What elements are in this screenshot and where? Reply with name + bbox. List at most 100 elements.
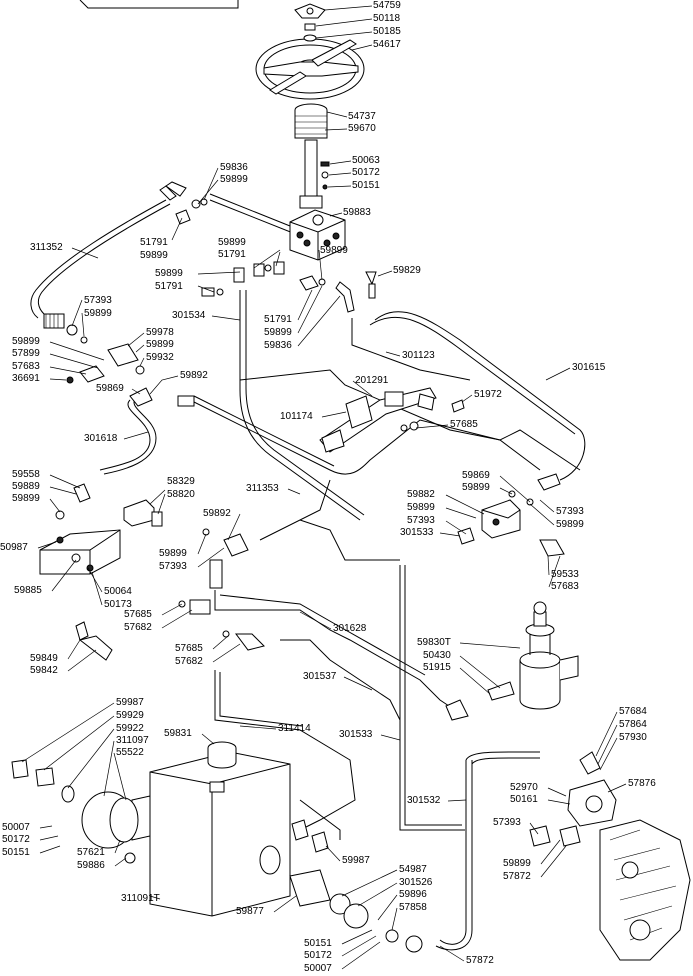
part-number-label: 57393 [84, 295, 112, 306]
part-number-label: 57682 [124, 622, 152, 633]
part-number-label: 50151 [2, 847, 30, 858]
part-number-label: 50172 [304, 950, 332, 961]
part-number-label: 59877 [236, 906, 264, 917]
part-number-label: 36691 [12, 373, 40, 384]
hose-lines [30, 193, 586, 951]
part-number-label: 50151 [352, 180, 380, 191]
part-number-label: 50007 [2, 822, 30, 833]
part-number-label: 57393 [159, 561, 187, 572]
part-number-label: 57858 [399, 902, 427, 913]
part-number-label: 101174 [280, 411, 313, 422]
part-number-label: 59899 [503, 858, 531, 869]
part-number-label: 50185 [373, 26, 401, 37]
part-number-label: 301123 [402, 350, 435, 361]
part-number-label: 59849 [30, 653, 58, 664]
part-number-label: 59899 [264, 327, 292, 338]
part-number-label: 301534 [172, 310, 206, 321]
part-number-label: 57685 [450, 419, 478, 430]
part-number-label: 59899 [462, 482, 490, 493]
part-number-label: 59869 [462, 470, 490, 481]
part-number-label: 311091T [121, 893, 160, 904]
part-number-label: 59836 [264, 340, 292, 351]
part-number-label: 54987 [399, 864, 427, 875]
part-number-label: 51791 [155, 281, 183, 292]
part-number-label: 59978 [146, 327, 174, 338]
part-number-label: 59899 [84, 308, 112, 319]
part-number-label: 50007 [304, 963, 332, 974]
steering-valve [289, 209, 346, 261]
part-number-label: 51791 [140, 237, 168, 248]
part-number-label: 50161 [510, 794, 538, 805]
part-number-label: 57876 [628, 778, 656, 789]
part-number-label: 52970 [510, 782, 538, 793]
part-number-label: 59899 [140, 250, 168, 261]
part-number-label: 50118 [373, 13, 401, 24]
left-fittings [43, 313, 195, 407]
part-number-label: 59558 [12, 469, 40, 480]
part-number-label: 59899 [556, 519, 584, 530]
part-number-label: 50063 [352, 155, 380, 166]
part-number-label: 301533 [339, 729, 373, 740]
part-number-label: 58820 [167, 489, 195, 500]
part-number-label: 54737 [348, 111, 376, 122]
part-number-label: 301532 [407, 795, 441, 806]
title-frame [79, 0, 239, 9]
part-number-label: 58329 [167, 476, 195, 487]
part-number-label: 59831 [164, 728, 192, 739]
lift-cylinder [445, 601, 579, 721]
part-number-label: 59896 [399, 889, 427, 900]
part-number-label: 50172 [352, 167, 380, 178]
part-number-label: 311414 [278, 723, 311, 734]
part-number-label: 50173 [104, 599, 132, 610]
hydraulic-tank [11, 741, 423, 953]
part-number-label: 50151 [304, 938, 332, 949]
distributor-block [39, 483, 121, 661]
part-number-label: 57899 [12, 348, 40, 359]
steering-wheel [255, 3, 365, 100]
part-number-label: 59899 [159, 548, 187, 559]
part-number-label: 57930 [619, 732, 647, 743]
part-number-label: 201291 [355, 375, 389, 386]
part-number-label: 59829 [393, 265, 421, 276]
right-valve [457, 473, 565, 557]
part-number-callouts: 5475950118501855461754737596705006350172… [0, 0, 656, 974]
part-number-label: 57682 [175, 656, 203, 667]
part-number-label: 57684 [619, 706, 647, 717]
part-number-label: 57621 [77, 847, 105, 858]
part-number-label: 59533 [551, 569, 579, 580]
part-number-label: 57685 [124, 609, 152, 620]
part-number-label: 57393 [407, 515, 435, 526]
part-number-label: 59836 [220, 162, 248, 173]
part-number-label: 59882 [407, 489, 435, 500]
part-number-label: 54759 [373, 0, 401, 11]
mid-fittings [178, 528, 265, 651]
part-number-label: 57393 [556, 506, 584, 517]
part-number-label: 59883 [343, 207, 371, 218]
part-number-label: 59892 [180, 370, 208, 381]
part-number-label: 50987 [0, 542, 28, 553]
part-number-label: 59899 [218, 237, 246, 248]
part-number-label: 311352 [30, 242, 63, 253]
part-number-label: 59899 [320, 245, 348, 256]
part-number-label: 311097 [116, 735, 149, 746]
part-number-label: 59899 [146, 339, 174, 350]
part-number-label: 59987 [342, 855, 370, 866]
part-number-label: 301526 [399, 877, 433, 888]
part-number-label: 50430 [423, 650, 451, 661]
steering-column [294, 103, 330, 209]
part-number-label: 59889 [12, 481, 40, 492]
part-number-label: 59899 [220, 174, 248, 185]
steering-cylinder [319, 387, 465, 453]
part-number-label: 59899 [155, 268, 183, 279]
part-number-label: 57872 [466, 955, 494, 966]
part-number-label: 59842 [30, 665, 58, 676]
part-number-label: 311353 [246, 483, 279, 494]
part-number-label: 51915 [423, 662, 451, 673]
part-number-label: 57683 [12, 361, 40, 372]
part-number-label: 59987 [116, 697, 144, 708]
part-number-label: 57864 [619, 719, 647, 730]
valve-fittings [159, 181, 377, 313]
part-number-label: 51791 [218, 249, 246, 260]
part-number-label: 59869 [96, 383, 124, 394]
